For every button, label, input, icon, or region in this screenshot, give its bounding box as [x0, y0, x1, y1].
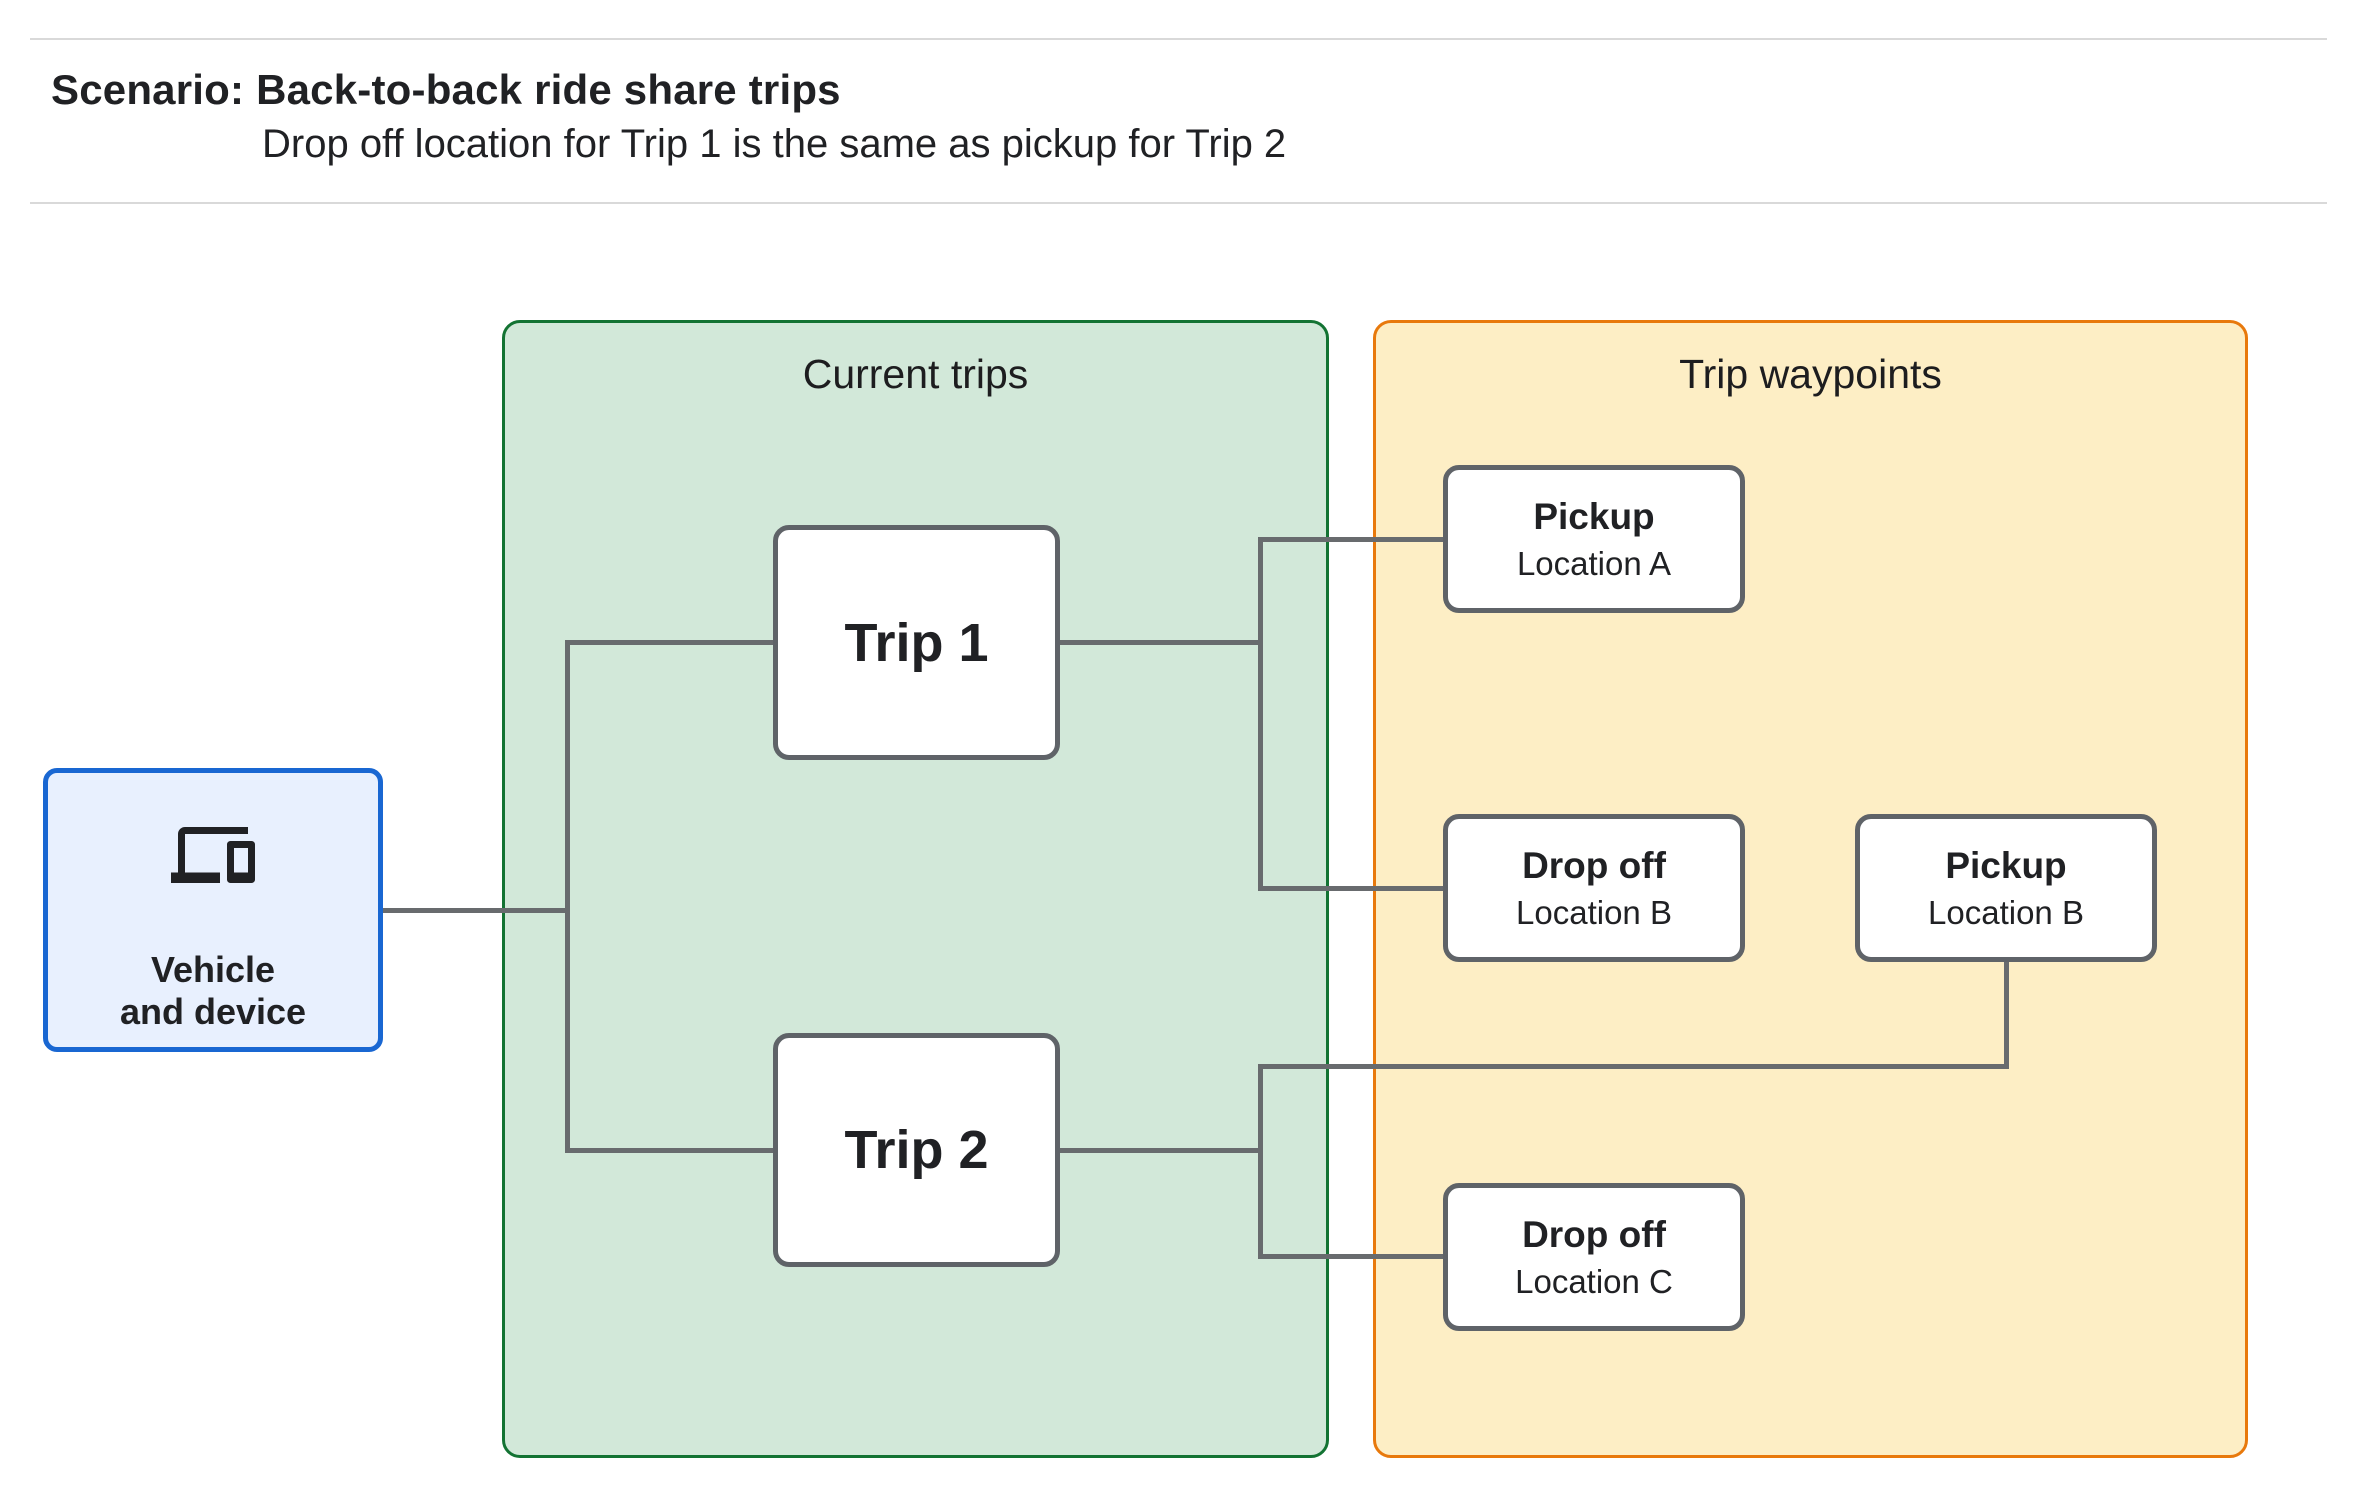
connector-vehicle-to-branch: [383, 908, 568, 913]
dropoff-c-title: Drop off: [1522, 1214, 1666, 1256]
page-title: Scenario: Back-to-back ride share trips: [51, 66, 841, 113]
pickup-a-title: Pickup: [1533, 496, 1655, 538]
connector-branch-to-trip1: [568, 640, 773, 645]
dropoff-location-b-node: Drop off Location B: [1443, 814, 1745, 962]
trip2-node: Trip 2: [773, 1033, 1060, 1267]
connector-junction1-to-pickup-a: [1261, 537, 1443, 542]
page-subtitle: Drop off location for Trip 1 is the same…: [262, 122, 1287, 166]
trip1-node: Trip 1: [773, 525, 1060, 760]
trip-waypoints-title: Trip waypoints: [1679, 351, 1942, 397]
top-divider: [30, 38, 2327, 40]
current-trips-panel: Current trips: [502, 320, 1329, 1458]
connector-junction1-vertical: [1258, 537, 1263, 891]
pickup-location-a-node: Pickup Location A: [1443, 465, 1745, 613]
devices-icon: [171, 827, 255, 883]
vehicle-device-label: Vehicle and device: [120, 949, 306, 1034]
pickup-b-subtitle: Location B: [1928, 893, 2084, 931]
dropoff-b-subtitle: Location B: [1516, 893, 1672, 931]
connector-junction1-to-dropoff-b: [1261, 886, 1443, 891]
connector-branch-to-trip2: [568, 1148, 773, 1153]
trip2-label: Trip 2: [844, 1120, 989, 1180]
pickup-a-subtitle: Location A: [1516, 544, 1672, 582]
vehicle-label-line2: and device: [119, 991, 307, 1033]
connector-trip2-to-junction2: [1060, 1148, 1263, 1153]
pickup-b-title: Pickup: [1945, 845, 2067, 887]
vehicle-label-line1: Vehicle: [150, 949, 276, 990]
connector-junction2-vertical: [1258, 1064, 1263, 1259]
pickup-location-b-node: Pickup Location B: [1855, 814, 2157, 962]
connector-junction2-to-pickup-b: [1261, 1064, 2009, 1069]
dropoff-b-title: Drop off: [1522, 845, 1666, 887]
current-trips-title: Current trips: [802, 351, 1029, 397]
trip1-label: Trip 1: [844, 612, 989, 673]
header-divider: [30, 202, 2327, 204]
vehicle-device-node: Vehicle and device: [43, 768, 383, 1052]
dropoff-c-subtitle: Location C: [1515, 1262, 1673, 1300]
connector-junction2-to-dropoff-c: [1261, 1254, 1443, 1259]
connector-pickup-b-riser: [2004, 960, 2009, 1069]
connector-branch-vertical: [565, 640, 570, 1153]
connector-trip1-to-junction1: [1060, 640, 1263, 645]
dropoff-location-c-node: Drop off Location C: [1443, 1183, 1745, 1331]
